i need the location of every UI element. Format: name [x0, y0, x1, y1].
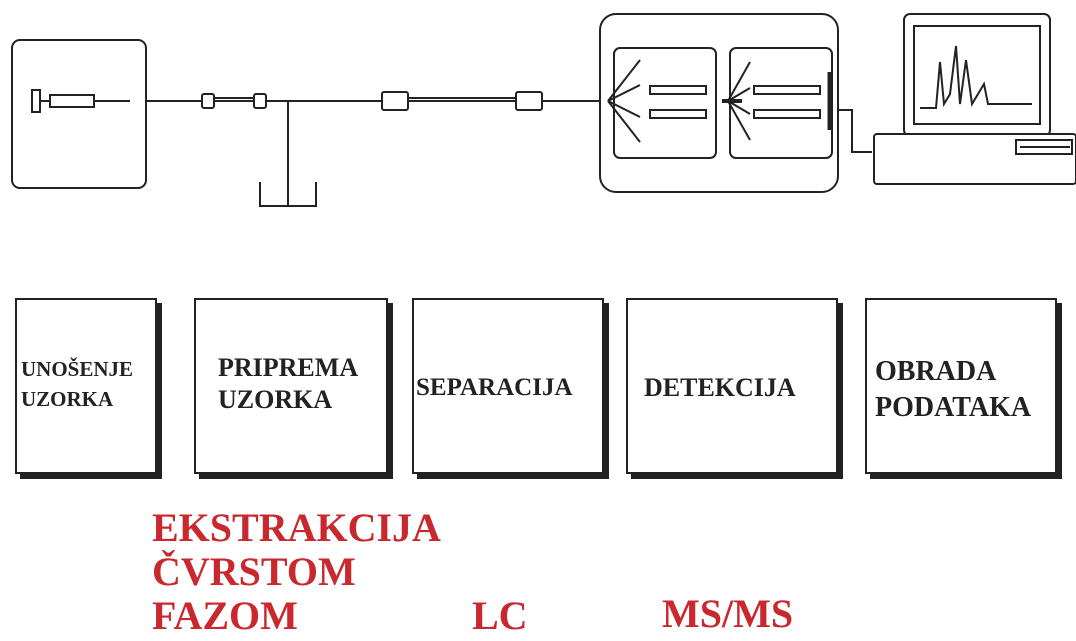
stage-box-sample-prep: PRIPREMA UZORKA [194, 298, 388, 474]
tandem-mass-spectrometer-icon [599, 13, 839, 193]
stage-label-detection: DETEKCIJA [644, 373, 796, 402]
stage-label-separation: SEPARACIJA [416, 374, 573, 401]
stage-label-data-processing: OBRADA PODATAKA [875, 356, 1032, 423]
stage-box-detection: DETEKCIJA [626, 298, 838, 474]
stage-box-separation: SEPARACIJA [412, 298, 604, 474]
technique-label-prep: EKSTRAKCIJA ČVRSTOM FAZOM [152, 505, 441, 638]
technique-label-separation: LC [472, 593, 528, 638]
spe-cartridge-icon [201, 93, 267, 109]
stage-label-sample-intro: UNOŠENJE UZORKA [21, 357, 134, 411]
technique-label-detection: MS/MS [662, 591, 794, 636]
stage-label-sample-prep: PRIPREMA UZORKA [218, 353, 359, 414]
stage-box-sample-intro: UNOŠENJE UZORKA [15, 298, 157, 474]
stage-box-data-processing: OBRADA PODATAKA [865, 298, 1057, 474]
computer-chromatogram-icon [873, 13, 1076, 185]
signal-cable [838, 109, 872, 153]
lc-column-icon [381, 91, 543, 111]
waste-container-icon [259, 101, 317, 207]
syringe-icon [11, 39, 147, 189]
